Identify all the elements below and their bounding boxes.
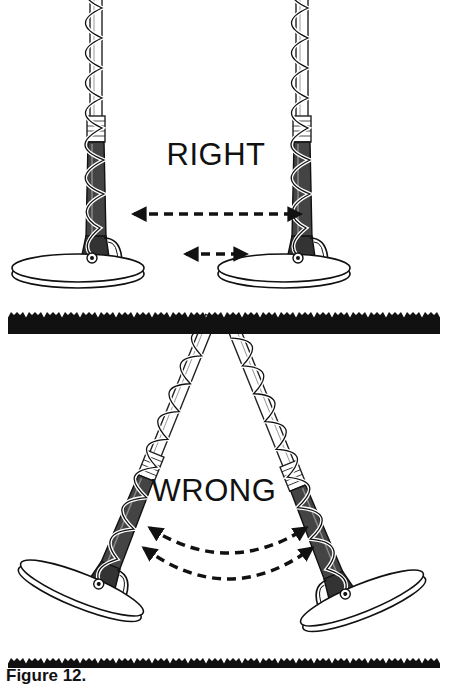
label: RIGHT — [167, 139, 266, 170]
arc-arrow-lower — [144, 548, 312, 579]
arc-arrow-upper — [150, 528, 306, 553]
figure-caption: Figure 12. — [6, 667, 86, 684]
swing-arrow-short — [186, 252, 246, 256]
ground — [8, 312, 440, 668]
grass-strip — [8, 312, 440, 334]
swing-arrow-long — [134, 212, 300, 216]
detector-wrong-right — [188, 295, 430, 641]
label: WRONG — [152, 475, 277, 506]
detector-right-left — [12, 0, 144, 288]
